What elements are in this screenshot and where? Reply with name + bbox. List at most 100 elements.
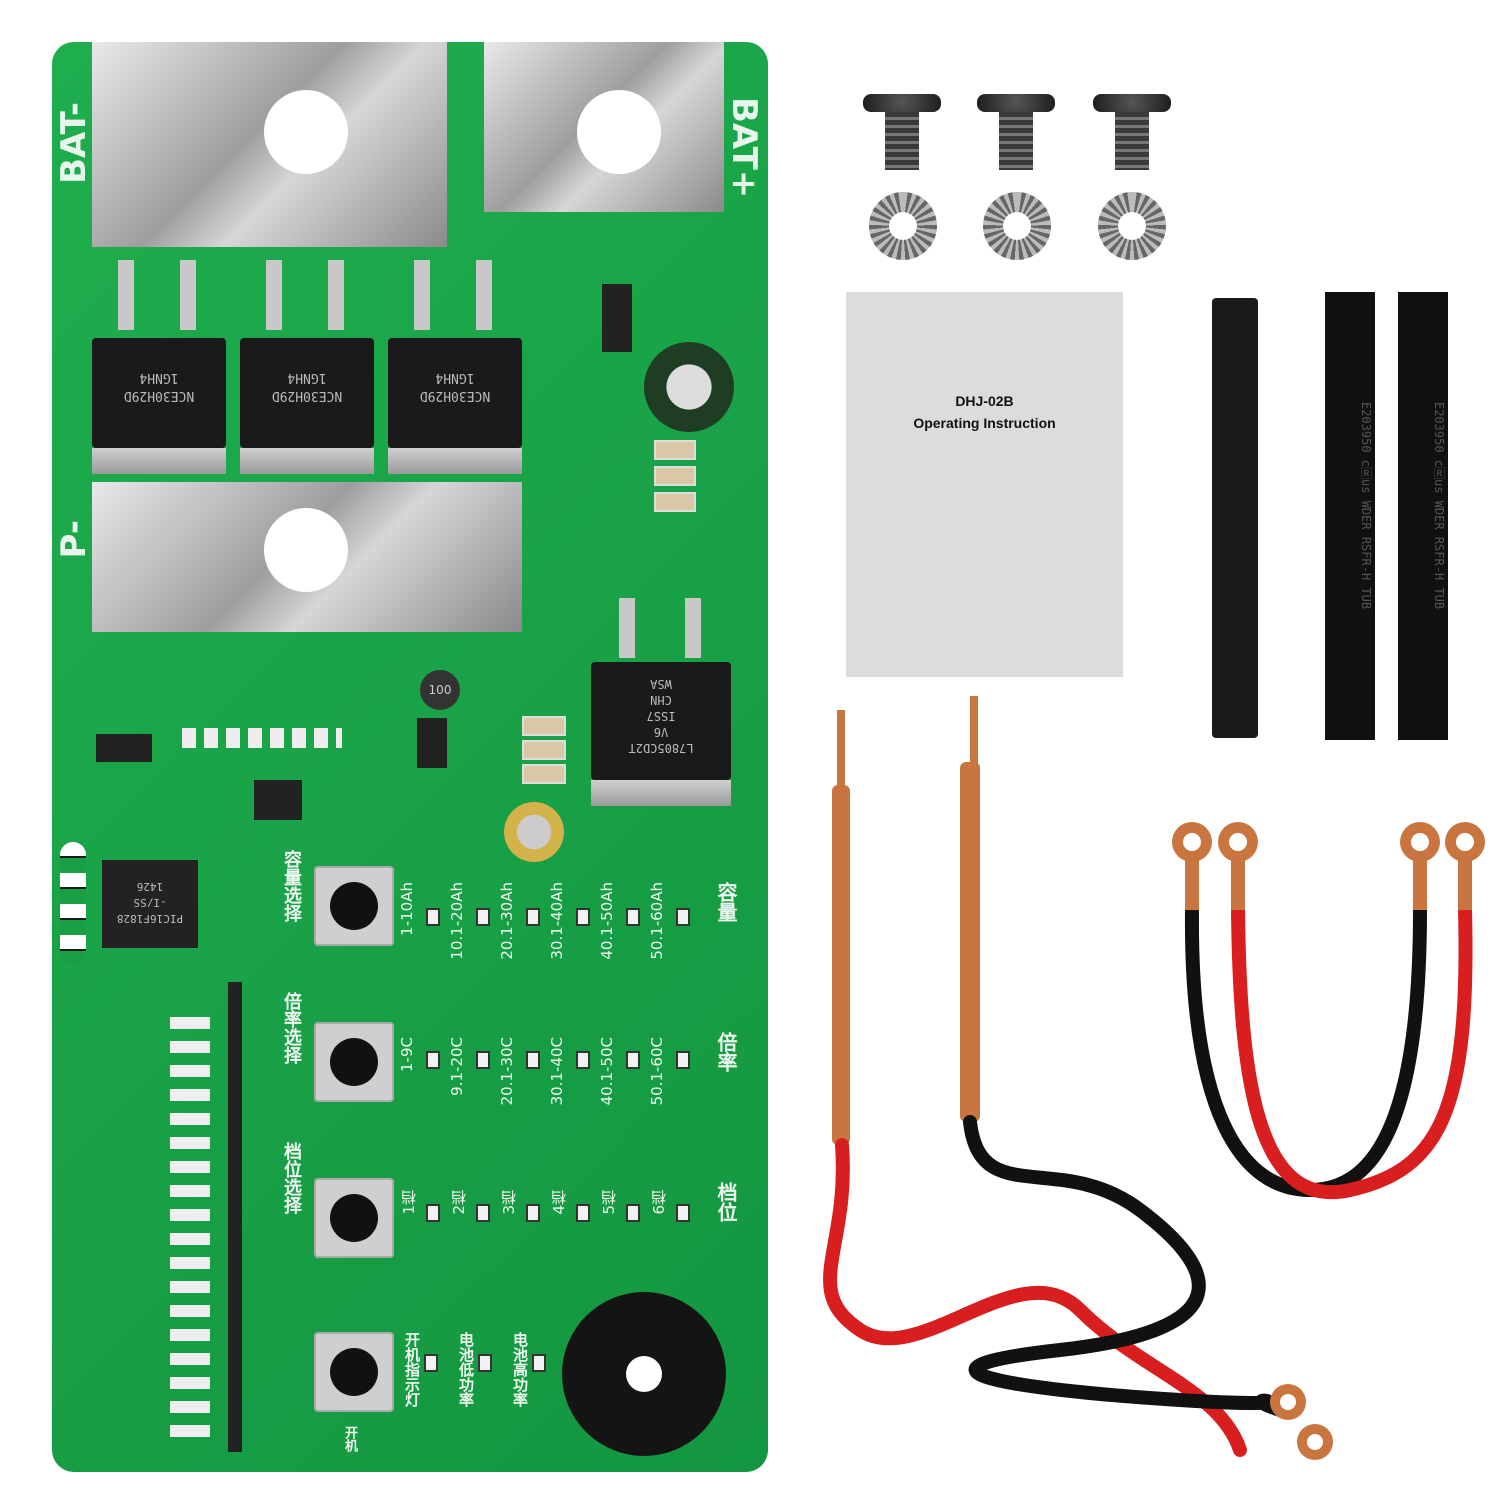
nut [983,192,1051,260]
nut-hole [1003,212,1031,240]
led [476,908,490,926]
led [576,1204,590,1222]
led [424,1354,438,1372]
screw [977,94,1055,172]
cap-c8 [522,740,566,760]
manual-model: DHJ-02B [955,393,1014,409]
capacitor-ec1 [644,342,734,432]
bat-plus-label: BAT+ [724,97,764,199]
led-driver-column [228,982,242,1452]
button-cap [330,1038,378,1086]
led [626,1204,640,1222]
gear-side-label: 档位 [714,1182,738,1222]
screw [863,94,941,172]
gear-select-button[interactable] [314,1178,394,1258]
button-cap [330,1348,378,1396]
copper-rod [960,762,980,1122]
led [676,1204,690,1222]
rate-range-4: 30.1-40C [548,1037,566,1106]
copper-sleeve [1231,860,1245,910]
led [426,1204,440,1222]
rate-select-title: 倍率选择 [281,992,302,1064]
led [626,1051,640,1069]
screw-head [977,94,1055,112]
buzzer-hole [626,1356,662,1392]
capacity-range-3: 20.1-30Ah [498,882,516,960]
mcu-marking: PIC16F1828 -I/SS 1426 [116,880,184,925]
rate-select-button[interactable] [314,1022,394,1102]
led [426,908,440,926]
copper-sleeve [1458,860,1472,910]
tube-marking: E203950 c🅁us WDER RSFR-H TUB [1432,402,1446,610]
cap-c5 [654,466,696,486]
gear-select-title: 档位选择 [281,1142,302,1214]
ring-lug-hole [1229,833,1247,851]
led [426,1051,440,1069]
gear-5: 5档 [600,1190,618,1215]
chip-u3 [254,780,302,820]
rate-range-3: 20.1-30C [498,1037,516,1106]
regulator-leg [685,598,701,658]
gear-3: 3档 [500,1190,518,1215]
regulator-marking: L7805CD2T V6 ISS7 CHN WSA [628,677,694,755]
black-strip [1212,298,1258,738]
screw-head [1093,94,1171,112]
rate-led-row: 1-9C 9.1-20C 20.1-30C 30.1-40C 40.1-50C … [398,1037,702,1137]
capacity-select-button[interactable] [314,866,394,946]
rate-range-1: 1-9C [398,1037,416,1072]
capacity-range-5: 40.1-50Ah [598,882,616,960]
heat-shrink-tube: E203950 c🅁us WDER RSFR-H TUB [1398,292,1448,740]
screw-head [863,94,941,112]
regulator-body: L7805CD2T V6 ISS7 CHN WSA [591,662,731,780]
screw [1093,94,1171,172]
tube-marking: E203950 c🅁us WDER RSFR-H TUB [1359,402,1373,610]
gear-led-row: 1档 2档 3档 4档 5档 6档 [400,1190,702,1250]
diode-d3 [602,284,632,352]
cap-c4 [654,440,696,460]
capacity-range-4: 30.1-40Ah [548,882,566,960]
capacitor-ec2 [504,802,564,862]
ring-lug-hole [1456,833,1474,851]
chip-u-small [417,718,447,768]
ring-lug-hole [1280,1394,1296,1410]
ring-lug-hole [1411,833,1429,851]
led [476,1204,490,1222]
power-button[interactable] [314,1332,394,1412]
led [526,1204,540,1222]
mosfet-tab [388,448,522,474]
mosfet-tab [92,448,226,474]
mosfet-leg [118,260,134,330]
ring-lug-hole [1183,833,1201,851]
led [478,1354,492,1372]
button-cap [330,882,378,930]
manual-title: DHJ-02B Operating Instruction [846,390,1123,434]
nut [869,192,937,260]
rate-range-5: 40.1-50C [598,1037,616,1106]
led [576,1051,590,1069]
diode-d1 [96,734,152,762]
screw-thread [1115,112,1149,170]
led [576,908,590,926]
p-minus-label: P- [54,520,94,559]
capacity-select-title: 容量选择 [281,850,302,922]
led [676,1051,690,1069]
copper-sleeve [1185,860,1199,910]
cap-c9 [522,764,566,784]
red-pen-wire [823,1138,1247,1457]
led [526,908,540,926]
power-button-label: 开机 [342,1426,357,1452]
mosfet-leg [266,260,282,330]
mosfet-leg [476,260,492,330]
high-power-label: 电池高功率 [511,1332,529,1407]
regulator-leg [619,598,635,658]
screw-thread [885,112,919,170]
mounting-hole [577,90,661,174]
led [526,1051,540,1069]
